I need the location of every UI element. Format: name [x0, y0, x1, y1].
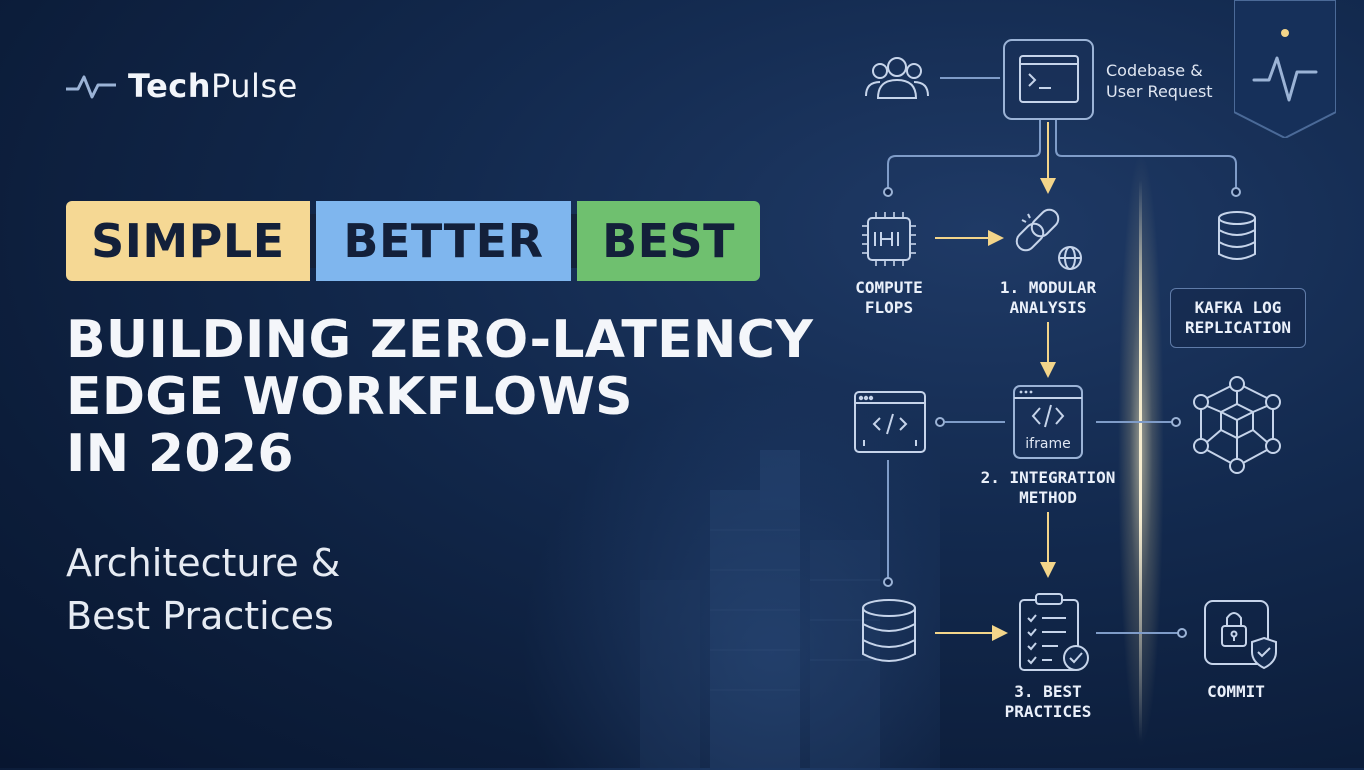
step1-label: 1. MODULAR ANALYSIS	[990, 278, 1106, 318]
tag-simple: SIMPLE	[66, 201, 310, 281]
database-stack-icon	[862, 599, 916, 662]
brand-name: TechPulse	[128, 67, 298, 105]
step2-label-line-1: 2. INTEGRATION	[980, 468, 1116, 487]
headline-line-1: BUILDING ZERO-LATENCY	[66, 310, 814, 370]
headline-line-3: IN 2026	[66, 424, 294, 484]
link-globe-icon	[1015, 208, 1082, 270]
step1-label-line-2: ANALYSIS	[1009, 298, 1087, 317]
tag-separator	[571, 214, 578, 268]
database-icon	[1218, 211, 1256, 260]
users-icon	[865, 57, 929, 99]
kafka-label-line-1: KAFKA LOG	[1194, 298, 1282, 317]
checklist-icon	[1019, 593, 1089, 671]
subtitle-line-2: Best Practices	[66, 594, 334, 638]
step3-label-line-2: PRACTICES	[1004, 702, 1092, 721]
tag-separator	[309, 214, 316, 268]
step3-label-line-1: 3. BEST	[1014, 682, 1082, 701]
background-skyline	[640, 450, 880, 768]
background-glow	[520, 380, 940, 770]
chip-icon	[862, 212, 916, 266]
terminal-icon	[1003, 39, 1094, 120]
pulse-icon	[66, 75, 116, 99]
headline: BUILDING ZERO-LATENCY EDGE WORKFLOWS IN …	[66, 312, 826, 483]
connector-dots	[883, 187, 1241, 638]
step2-label-line-2: METHOD	[1019, 488, 1077, 507]
kafka-label-line-2: REPLICATION	[1185, 318, 1291, 337]
step1-label-line-1: 1. MODULAR	[999, 278, 1097, 297]
brand-logo: TechPulse	[66, 66, 298, 106]
light-beam-core	[1139, 180, 1142, 740]
connectors	[887, 77, 1237, 634]
flow-arrows	[935, 122, 1056, 641]
subtitle: Architecture & Best Practices	[66, 537, 340, 643]
kafka-replication-box: KAFKA LOG REPLICATION	[1170, 288, 1306, 348]
iframe-caption: iframe	[1025, 436, 1071, 452]
tag-bar: SIMPLE BETTER BEST	[66, 201, 760, 281]
input-label: Codebase & User Request	[1106, 60, 1213, 102]
headline-line-2: EDGE WORKFLOWS	[66, 367, 633, 427]
code-window-icon	[854, 391, 926, 453]
pulse-badge-icon	[1234, 0, 1336, 138]
compute-label: COMPUTE FLOPS	[839, 278, 939, 318]
network-cube-icon	[1193, 376, 1281, 474]
commit-label: COMMIT	[1207, 682, 1265, 701]
compute-label-line-1: COMPUTE	[855, 278, 923, 297]
lock-shield-icon	[1204, 600, 1277, 670]
input-label-line-2: User Request	[1106, 82, 1213, 101]
compute-label-line-2: FLOPS	[864, 298, 914, 317]
input-label-line-1: Codebase &	[1106, 61, 1203, 80]
subtitle-line-1: Architecture &	[66, 541, 341, 585]
iframe-icon	[1013, 385, 1083, 459]
step3-label: 3. BEST PRACTICES	[994, 682, 1102, 722]
tag-better: BETTER	[315, 201, 572, 281]
step2-label: 2. INTEGRATION METHOD	[978, 468, 1118, 508]
tag-best: BEST	[577, 201, 760, 281]
